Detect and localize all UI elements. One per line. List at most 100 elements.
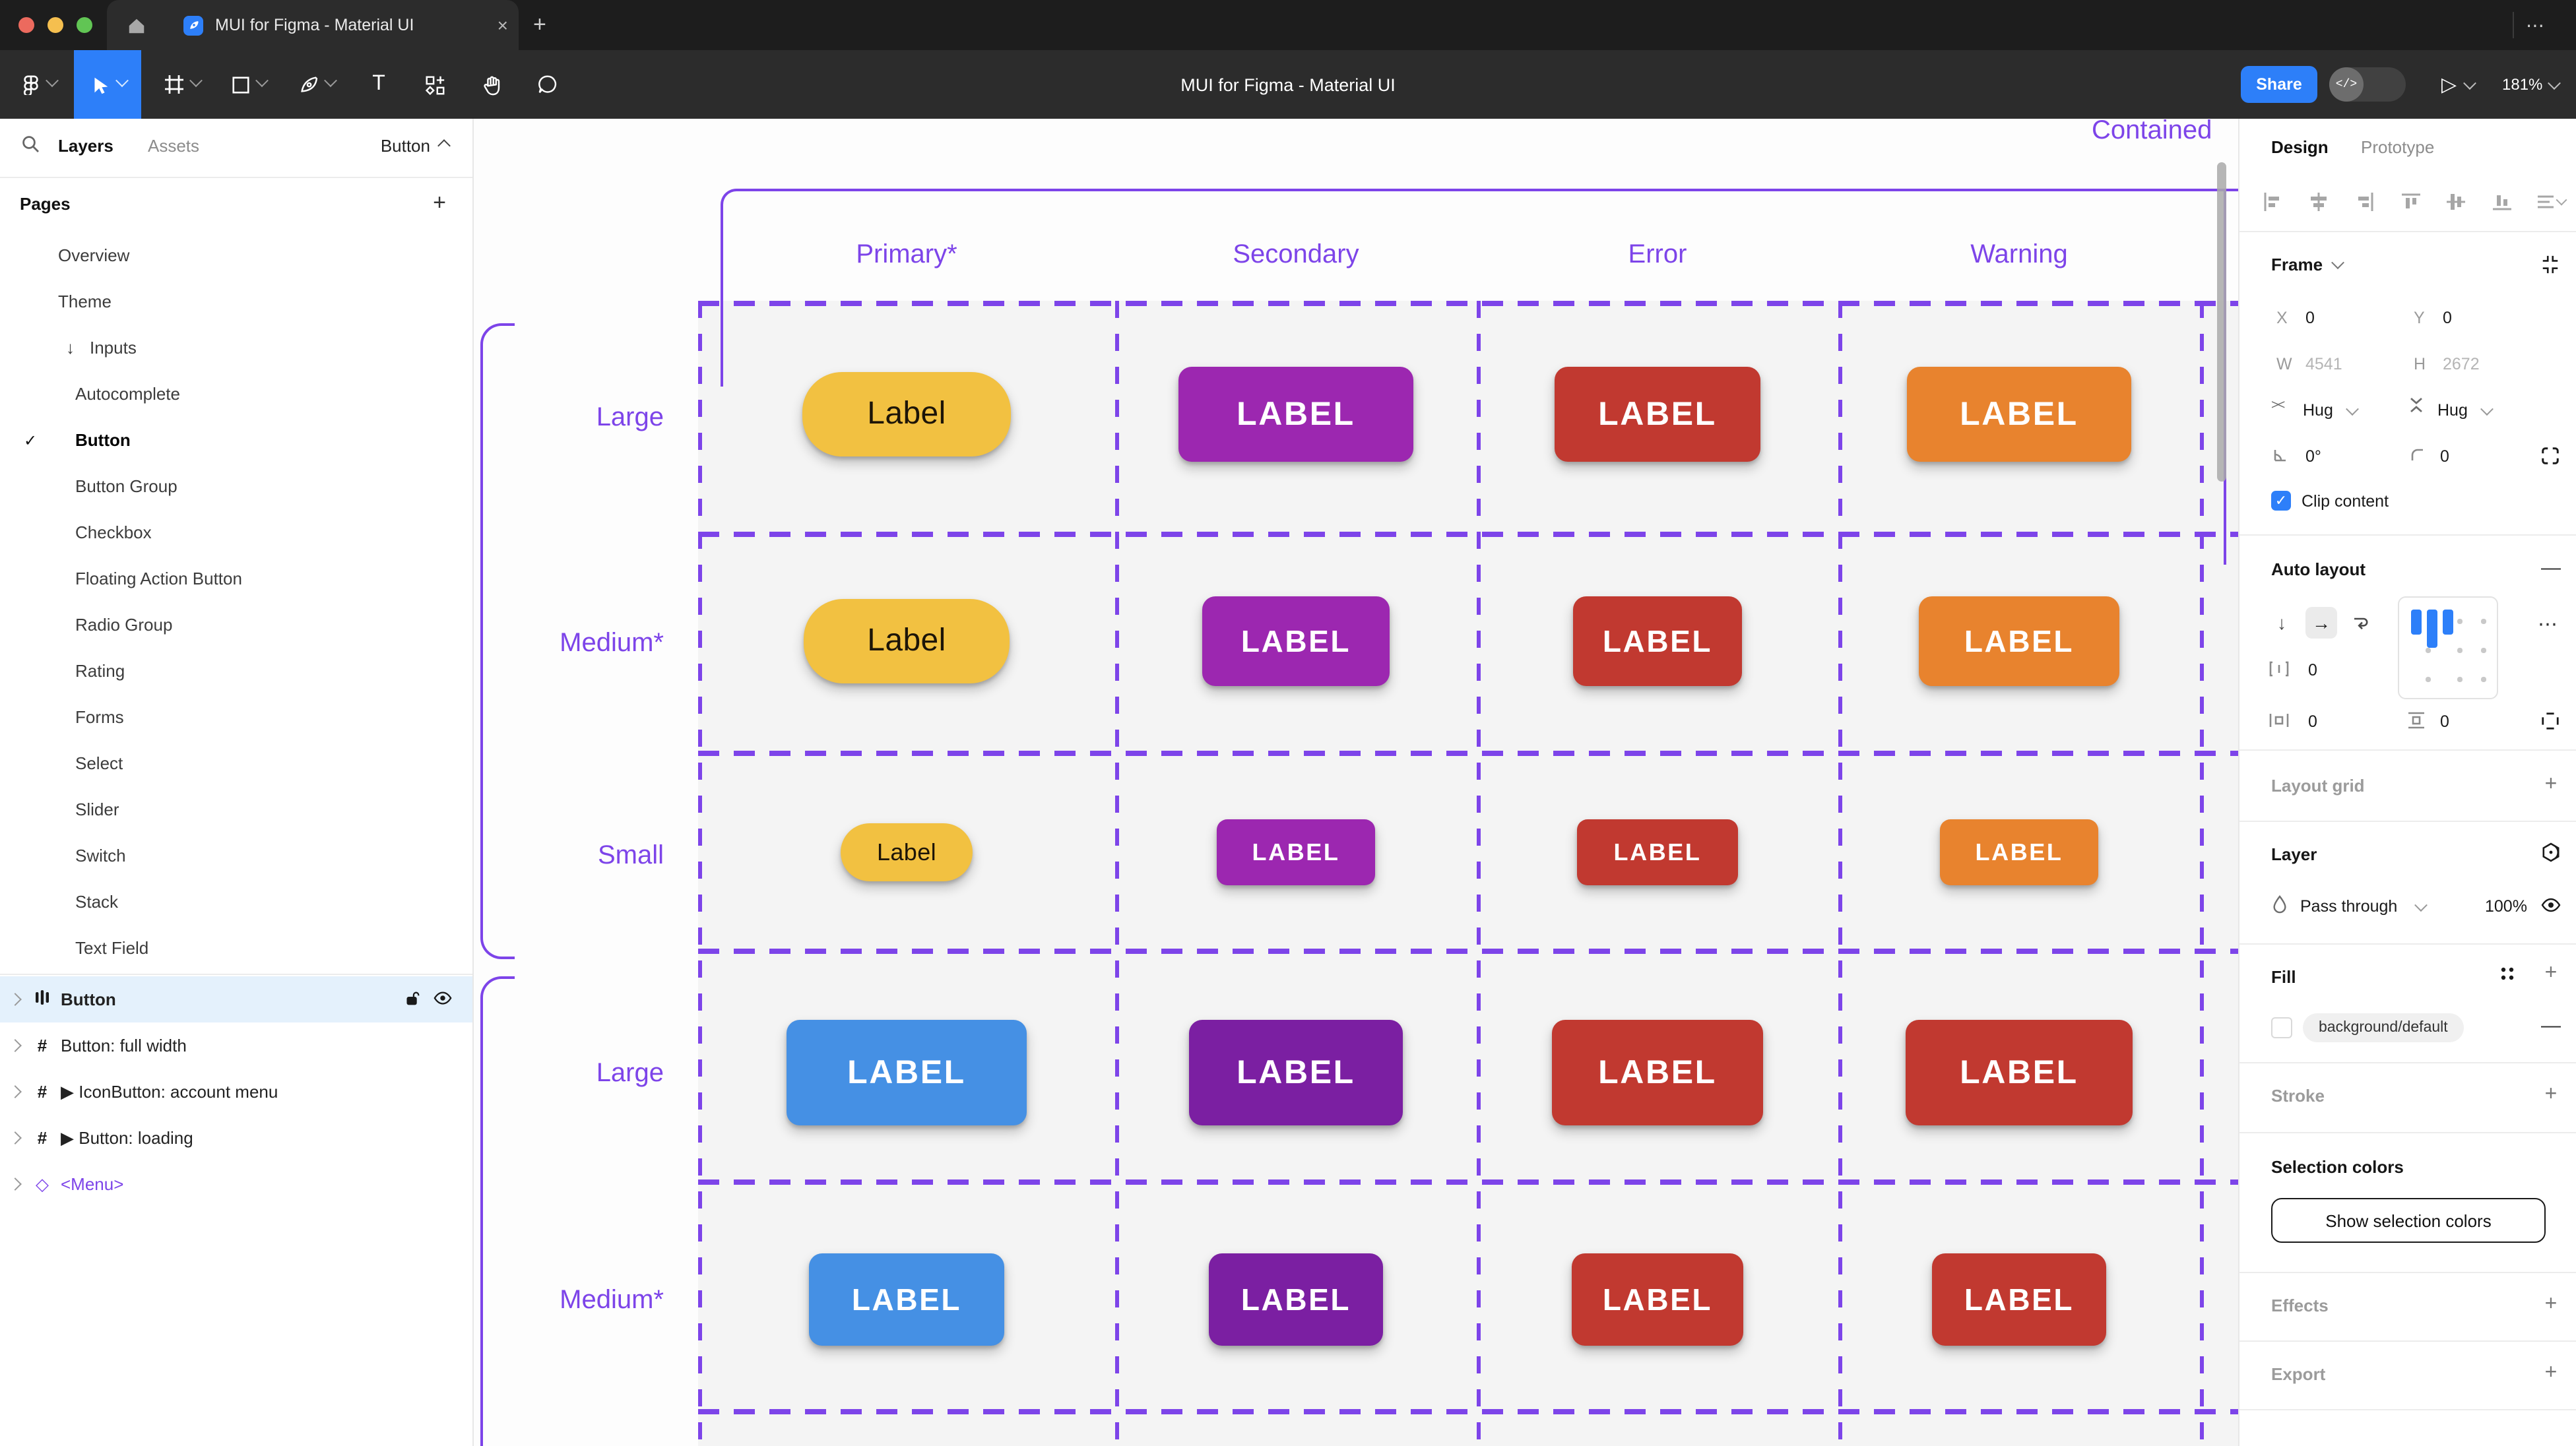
page-item-checkbox[interactable]: Checkbox	[75, 522, 152, 542]
maximize-window-button[interactable]	[77, 17, 92, 33]
add-stroke-button[interactable]: +	[2544, 1083, 2558, 1106]
button-warning-small[interactable]: LABEL	[1940, 819, 2098, 885]
comment-tool-button[interactable]	[525, 50, 570, 119]
button-error-medium-2[interactable]: LABEL	[1572, 1253, 1743, 1346]
page-item-stack[interactable]: Stack	[75, 892, 119, 912]
page-item-floating-action-button[interactable]: Floating Action Button	[75, 569, 242, 588]
page-item-radio-group[interactable]: Radio Group	[75, 615, 173, 635]
rotation-value[interactable]: 0°	[2305, 447, 2321, 466]
tab-design[interactable]: Design	[2271, 137, 2329, 157]
move-tool-button[interactable]	[74, 50, 141, 119]
vertical-padding-value[interactable]: 0	[2440, 712, 2449, 731]
button-primary-medium-2[interactable]: LABEL	[809, 1253, 1004, 1346]
button-primary-medium[interactable]: Label	[804, 599, 1010, 683]
zoom-menu[interactable]: 181%	[2502, 50, 2561, 119]
expand-chevron-icon[interactable]	[9, 1131, 22, 1145]
align-top-icon[interactable]	[2399, 190, 2423, 214]
h-field-value[interactable]: 2672	[2443, 355, 2480, 373]
show-selection-colors-button[interactable]: Show selection colors	[2271, 1198, 2546, 1243]
styles-icon[interactable]	[2498, 964, 2517, 983]
remove-auto-layout-button[interactable]: —	[2541, 557, 2561, 579]
visibility-eye-icon[interactable]	[2540, 895, 2561, 916]
expand-chevron-icon[interactable]	[9, 1039, 22, 1052]
button-error-small[interactable]: LABEL	[1577, 819, 1738, 885]
page-item-button-group[interactable]: Button Group	[75, 476, 177, 496]
vertical-sizing-value[interactable]: Hug	[2437, 401, 2468, 420]
share-button[interactable]: Share	[2241, 66, 2317, 103]
gap-value[interactable]: 0	[2308, 661, 2317, 679]
auto-layout-wrap-button[interactable]	[2345, 607, 2377, 639]
blend-mode-icon[interactable]	[2540, 842, 2561, 863]
expand-chevron-icon[interactable]	[9, 1178, 22, 1191]
page-selector[interactable]: Button	[381, 136, 451, 156]
layer-row-button[interactable]: Button	[0, 976, 472, 1022]
close-tab-icon[interactable]: ×	[497, 15, 508, 36]
window-more-button[interactable]: ⋯	[2526, 14, 2547, 35]
distribute-icon[interactable]	[2535, 190, 2567, 214]
tab-assets[interactable]: Assets	[148, 136, 200, 156]
canvas-scrollbar[interactable]	[2217, 162, 2226, 482]
shape-tool-button[interactable]	[219, 50, 277, 119]
page-item-forms[interactable]: Forms	[75, 707, 124, 727]
page-item-switch[interactable]: Switch	[75, 846, 126, 865]
present-button[interactable]: ▷	[2441, 50, 2476, 119]
layer-row-button-loading[interactable]: # ▶ Button: loading	[0, 1115, 472, 1161]
page-item-button[interactable]: ✓ Button	[24, 430, 131, 450]
close-window-button[interactable]	[18, 17, 34, 33]
page-item-select[interactable]: Select	[75, 753, 123, 773]
frame-section-header[interactable]: Frame	[2271, 255, 2344, 274]
page-item-text-field[interactable]: Text Field	[75, 938, 149, 958]
button-warning-large-2[interactable]: LABEL	[1906, 1020, 2133, 1125]
independent-corners-icon[interactable]	[2540, 446, 2560, 466]
auto-layout-right-button[interactable]: →	[2305, 607, 2337, 639]
chevron-down-icon[interactable]	[2480, 402, 2494, 416]
hand-tool-button[interactable]	[470, 50, 515, 119]
button-secondary-medium-2[interactable]: LABEL	[1209, 1253, 1383, 1346]
button-secondary-medium[interactable]: LABEL	[1202, 596, 1390, 686]
chevron-down-icon[interactable]	[2414, 898, 2428, 912]
search-icon[interactable]	[21, 135, 40, 160]
chevron-down-icon[interactable]	[2346, 402, 2359, 416]
button-error-large[interactable]: LABEL	[1555, 367, 1760, 462]
add-layout-grid-button[interactable]: +	[2544, 773, 2558, 796]
button-warning-large[interactable]: LABEL	[1907, 367, 2131, 462]
tab-prototype[interactable]: Prototype	[2361, 137, 2435, 157]
align-horizontal-center-icon[interactable]	[2307, 190, 2331, 214]
pen-tool-button[interactable]	[288, 50, 346, 119]
button-secondary-large-2[interactable]: LABEL	[1189, 1020, 1403, 1125]
align-bottom-icon[interactable]	[2490, 190, 2514, 214]
button-secondary-small[interactable]: LABEL	[1217, 819, 1375, 885]
page-item-overview[interactable]: Overview	[58, 245, 130, 265]
clip-content-checkbox[interactable]: ✓	[2271, 491, 2291, 511]
minimize-window-button[interactable]	[48, 17, 63, 33]
visibility-eye-icon[interactable]	[433, 988, 453, 1011]
add-page-button[interactable]: +	[433, 190, 446, 215]
auto-layout-alignment-grid[interactable]	[2398, 596, 2498, 699]
auto-layout-more-button[interactable]: ⋯	[2538, 613, 2559, 636]
add-fill-button[interactable]: +	[2544, 962, 2558, 984]
layer-row-iconbutton-account-menu[interactable]: # ▶ IconButton: account menu	[0, 1069, 472, 1115]
corner-radius-value[interactable]: 0	[2440, 447, 2449, 466]
tab-layers[interactable]: Layers	[58, 136, 113, 156]
button-warning-medium-2[interactable]: LABEL	[1932, 1253, 2106, 1346]
collapse-icon[interactable]	[2540, 255, 2560, 274]
frame-title-contained[interactable]: Contained	[2092, 119, 2212, 145]
layer-row-button-full-width[interactable]: # Button: full width	[0, 1022, 472, 1069]
horizontal-padding-value[interactable]: 0	[2308, 712, 2317, 731]
y-field-value[interactable]: 0	[2443, 309, 2452, 327]
expand-chevron-icon[interactable]	[9, 1085, 22, 1098]
blend-mode-value[interactable]: Pass through	[2300, 897, 2398, 916]
align-left-icon[interactable]	[2261, 190, 2284, 214]
button-error-medium[interactable]: LABEL	[1573, 596, 1742, 686]
page-item-rating[interactable]: Rating	[75, 661, 125, 681]
page-item-slider[interactable]: Slider	[75, 800, 119, 819]
text-tool-button[interactable]: T	[359, 50, 399, 119]
horizontal-sizing-value[interactable]: Hug	[2303, 401, 2333, 420]
align-vertical-center-icon[interactable]	[2444, 190, 2468, 214]
dev-mode-toggle[interactable]: </>	[2329, 67, 2406, 102]
auto-layout-down-button[interactable]: ↓	[2277, 612, 2286, 633]
x-field-value[interactable]: 0	[2305, 309, 2315, 327]
home-tab[interactable]	[107, 0, 165, 50]
unlock-icon[interactable]	[404, 989, 421, 1010]
layer-opacity-value[interactable]: 100%	[2485, 897, 2527, 916]
